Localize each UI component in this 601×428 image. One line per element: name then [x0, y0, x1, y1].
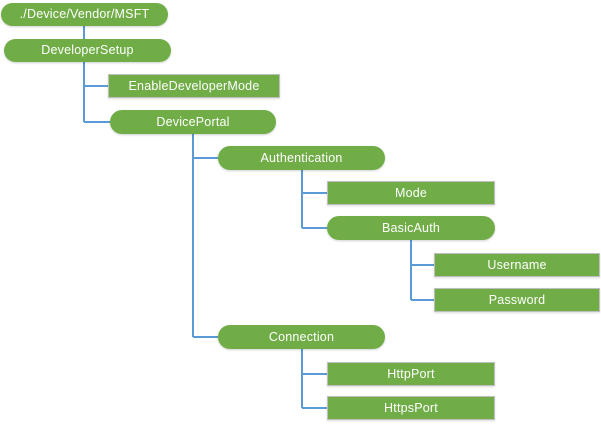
tree-node-httpport[interactable]: HttpPort: [327, 362, 495, 386]
tree-node-label: BasicAuth: [381, 220, 441, 235]
tree-node-authentication[interactable]: Authentication: [218, 146, 385, 170]
connector-authentication-to-mode: [301, 170, 327, 194]
tree-node-httpsport[interactable]: HttpsPort: [327, 396, 495, 420]
tree-node-label: HttpsPort: [384, 400, 438, 415]
tree-node-label: Authentication: [260, 150, 343, 165]
tree-node-connection[interactable]: Connection: [218, 325, 385, 349]
tree-node-label: EnableDeveloperMode: [128, 78, 260, 93]
connector-connection-to-httpport: [301, 349, 327, 375]
connector-basicauth-to-username: [410, 240, 434, 266]
tree-node-label: ./Device/Vendor/MSFT: [19, 7, 150, 22]
connector-deviceportal-to-authentication: [192, 134, 218, 159]
tree-node-mode[interactable]: Mode: [327, 181, 495, 205]
tree-node-root[interactable]: ./Device/Vendor/MSFT: [1, 3, 168, 26]
tree-node-username[interactable]: Username: [434, 253, 600, 277]
connector-developersetup-to-deviceportal: [83, 62, 110, 123]
connector-connection-to-httpsport: [301, 349, 327, 409]
connector-authentication-to-basicauth: [301, 170, 327, 229]
tree-node-label: Connection: [268, 329, 335, 344]
tree-node-label: Username: [487, 257, 547, 272]
tree-node-label: Password: [488, 292, 546, 307]
connector-deviceportal-to-connection: [192, 134, 218, 338]
connector-basicauth-to-password: [410, 240, 434, 301]
connector-developersetup-to-enabledevelopermode: [83, 62, 108, 87]
tree-node-label: HttpPort: [387, 366, 435, 381]
tree-node-developersetup[interactable]: DeveloperSetup: [4, 39, 171, 62]
tree-node-label: DeveloperSetup: [41, 43, 134, 58]
tree-node-label: Mode: [394, 185, 428, 200]
tree-node-enabledevelopermode[interactable]: EnableDeveloperMode: [108, 74, 280, 98]
tree-node-deviceportal[interactable]: DevicePortal: [110, 110, 276, 134]
tree-node-basicauth[interactable]: BasicAuth: [327, 216, 495, 240]
tree-node-label: DevicePortal: [156, 114, 230, 129]
tree-node-password[interactable]: Password: [434, 288, 600, 312]
